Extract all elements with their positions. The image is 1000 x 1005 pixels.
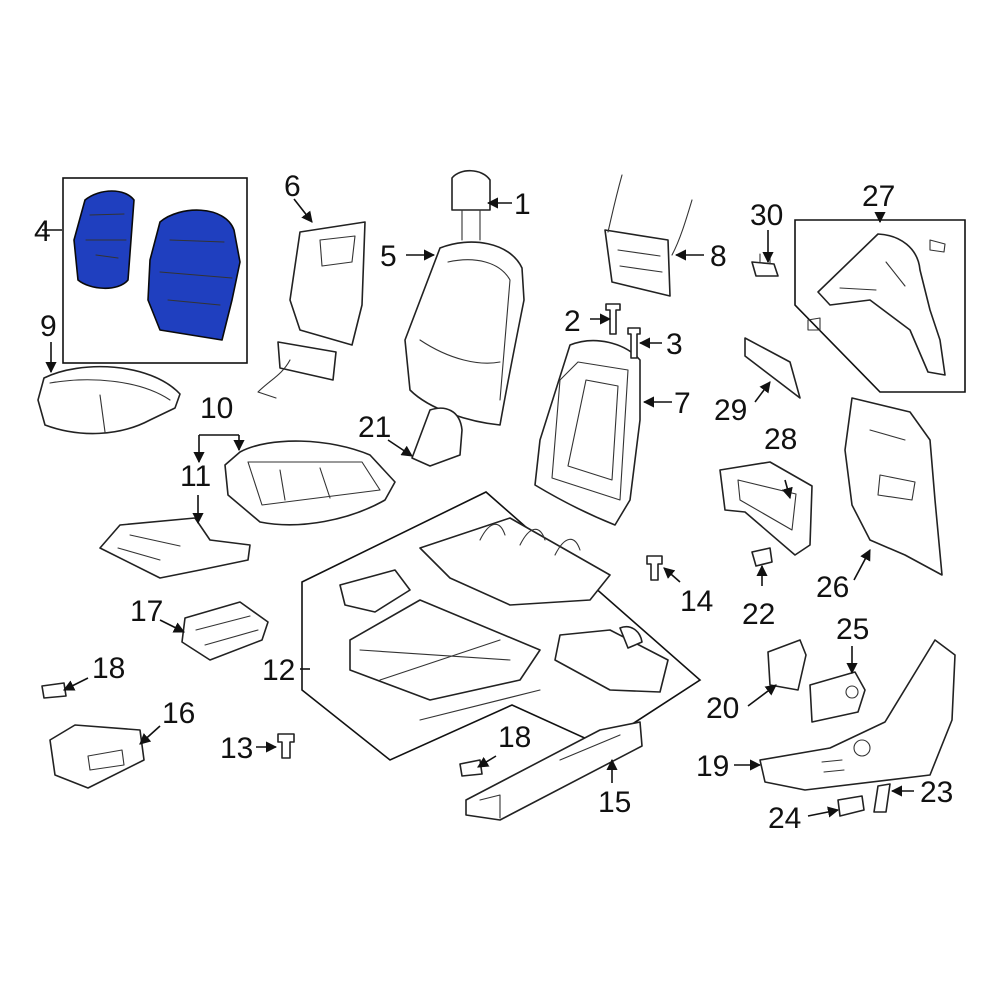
part-29-trim-strip[interactable] [744, 337, 801, 399]
part-19-outer-shield[interactable] [759, 639, 956, 791]
part-26-side-panel[interactable] [844, 397, 943, 576]
part-12-seat-track-assembly[interactable] [339, 517, 669, 721]
part-16-end-cap[interactable] [49, 724, 145, 789]
part-7-backrest-frame[interactable] [534, 339, 641, 526]
callout-14: 14 [680, 585, 713, 618]
callout-25: 25 [836, 613, 869, 646]
callout-23: 23 [920, 776, 953, 809]
part-23-knob[interactable] [873, 783, 891, 813]
callout-11: 11 [180, 460, 211, 493]
callout-19: 19 [696, 750, 729, 783]
part-15-rail-cover[interactable] [465, 721, 643, 821]
callout-1: 1 [514, 188, 531, 221]
part-3-bolt[interactable] [627, 327, 641, 359]
part-21-bracket[interactable] [411, 407, 463, 467]
callout-20: 20 [706, 692, 739, 725]
part-12-group-frame [301, 491, 702, 761]
part-1-headrest[interactable] [451, 169, 491, 241]
part-17-bracket[interactable] [181, 601, 269, 661]
callout-13: 13 [220, 732, 253, 765]
callout-18a: 18 [92, 652, 125, 685]
part-18-clip-right[interactable] [459, 759, 483, 777]
callout-17: 17 [130, 595, 163, 628]
callout-18b: 18 [498, 721, 531, 754]
callout-22: 22 [742, 598, 775, 631]
part-9-cushion-pad[interactable] [37, 365, 181, 435]
leader-lines [42, 197, 914, 818]
part-30-clip[interactable] [751, 253, 779, 277]
part-2-bolt[interactable] [605, 303, 621, 335]
part-5-backrest-cover[interactable] [404, 241, 525, 426]
callout-8: 8 [710, 240, 727, 273]
part-20-bracket[interactable] [767, 639, 807, 691]
part-28-switch-housing[interactable] [719, 461, 813, 556]
callout-16: 16 [162, 697, 195, 730]
callout-29: 29 [714, 394, 747, 427]
callout-4: 4 [34, 215, 51, 248]
callout-24: 24 [768, 802, 801, 835]
callout-5: 5 [380, 240, 397, 273]
part-6-back-panel[interactable] [257, 221, 366, 399]
part-11-seat-pan[interactable] [99, 517, 251, 579]
part-27-group-frame [794, 219, 966, 393]
callout-21: 21 [358, 411, 391, 444]
callout-3: 3 [666, 328, 683, 361]
callout-6: 6 [284, 170, 301, 203]
part-4-seat-cover[interactable] [73, 190, 241, 341]
part-14-bolt[interactable] [646, 555, 663, 581]
callout-12: 12 [262, 654, 295, 687]
callout-9: 9 [40, 310, 57, 343]
callout-7: 7 [674, 387, 691, 420]
part-4-group-frame [62, 177, 248, 364]
callout-28: 28 [764, 423, 797, 456]
part-22-clip[interactable] [751, 547, 773, 567]
callout-10: 10 [200, 392, 233, 425]
callout-30: 30 [750, 199, 783, 232]
part-27-side-shield[interactable] [807, 233, 946, 376]
callout-labels: 1 2 3 4 5 6 7 8 9 10 11 12 13 14 15 16 1… [34, 170, 953, 835]
callout-27: 27 [862, 180, 895, 213]
callout-26: 26 [816, 571, 849, 604]
part-24-knob[interactable] [837, 795, 865, 817]
callout-2: 2 [564, 305, 581, 338]
part-10-cushion-frame[interactable] [224, 440, 396, 526]
part-8-wiring-harness[interactable] [604, 174, 693, 297]
part-13-bolt[interactable] [277, 733, 295, 759]
part-25-seat-switch[interactable] [809, 671, 866, 723]
callout-15: 15 [598, 786, 631, 819]
part-18-clip-left[interactable] [41, 682, 67, 699]
